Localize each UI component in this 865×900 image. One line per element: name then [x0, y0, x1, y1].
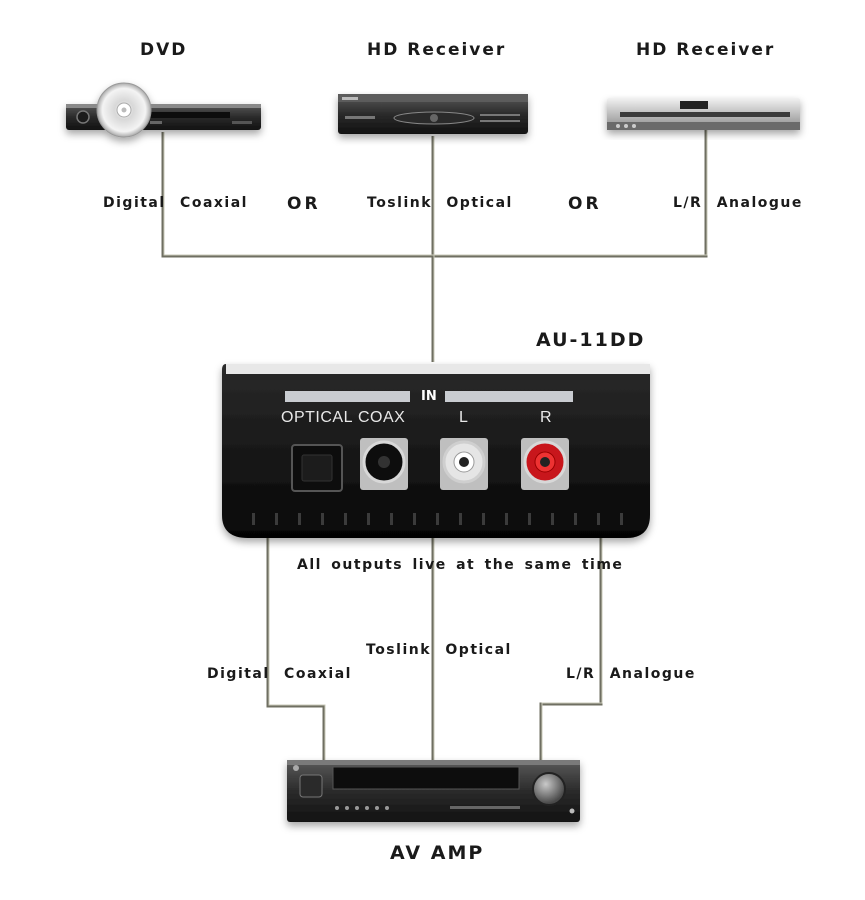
input-coaxial-label: Digital Coaxial — [103, 195, 248, 211]
optical-port-label: OPTICAL — [281, 409, 353, 426]
or-label-1: OR — [287, 194, 321, 214]
in-label: IN — [421, 389, 437, 404]
output-analogue-label: L/R Analogue — [566, 666, 696, 682]
dvd-player-device — [66, 82, 261, 138]
analogue-output-cable — [539, 536, 603, 760]
output-note: All outputs live at the same time — [297, 557, 624, 573]
coax-port-label: COAX — [358, 409, 406, 426]
av-amp-device — [287, 760, 580, 822]
hd-receiver-2-device — [607, 98, 800, 130]
or-label-2: OR — [568, 194, 602, 214]
dvd-title: DVD — [140, 40, 188, 60]
av-amp-title: AV AMP — [390, 842, 485, 864]
hd-receiver-1-title: HD Receiver — [367, 40, 507, 60]
input-analogue-label: L/R Analogue — [673, 195, 803, 211]
coaxial-input-cable — [161, 132, 433, 258]
output-coaxial-label: Digital Coaxial — [207, 666, 352, 682]
device-name: AU-11DD — [536, 329, 646, 351]
right-port-label: R — [540, 409, 553, 426]
input-cables — [161, 128, 708, 362]
output-cables — [266, 536, 603, 760]
hd-receiver-1-device — [338, 94, 528, 134]
au-11dd-device — [222, 364, 650, 538]
coaxial-output-cable — [266, 536, 326, 760]
input-optical-label: Toslink Optical — [367, 195, 513, 211]
analogue-input-cable — [433, 128, 708, 258]
left-port-label: L — [459, 409, 469, 426]
output-optical-label: Toslink Optical — [366, 642, 512, 658]
hd-receiver-2-title: HD Receiver — [636, 40, 776, 60]
